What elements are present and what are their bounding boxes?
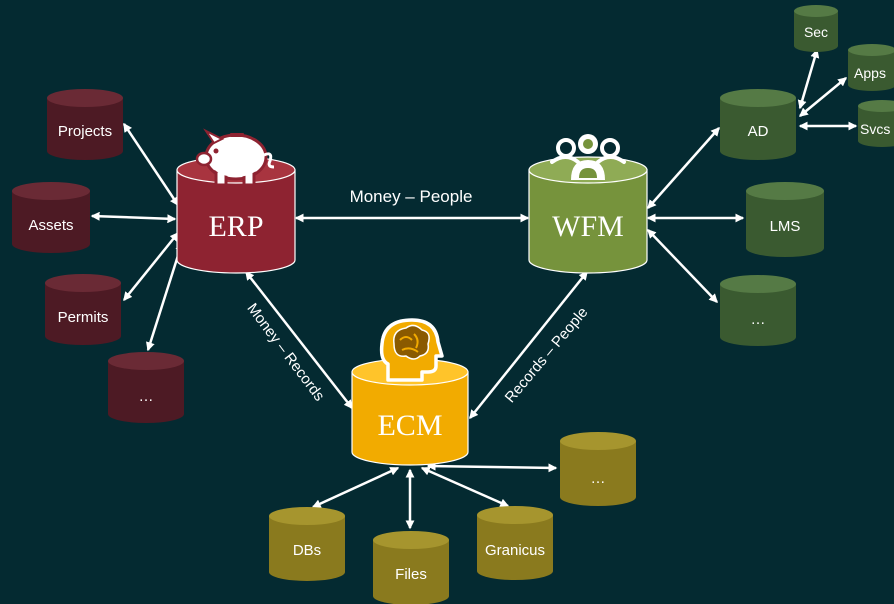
hub-ecm: ECM (351, 318, 469, 466)
arrow-wfm-ad (647, 126, 720, 210)
cylinder-granicus: Granicus (477, 506, 553, 580)
cylinder-ad: AD (720, 89, 796, 160)
cylinder-files: Files (373, 531, 449, 604)
wfm-satellites: AD LMS … Sec Apps Svcs (720, 5, 894, 346)
connection-label-erp-wfm: Money – People (350, 187, 473, 206)
cylinder-ecm-more: … (560, 432, 636, 506)
connection-label-erp-ecm: Money – Records (243, 300, 327, 404)
cylinder-assets: Assets (12, 182, 90, 253)
arrows (90, 48, 858, 530)
ecm-satellites: DBs Files Granicus … (269, 432, 636, 604)
satellite-label: … (591, 470, 606, 487)
arrow-wfm-more (647, 229, 718, 303)
cylinder-wfm-more: … (720, 275, 796, 346)
arrow-ecm-more (426, 461, 558, 473)
satellite-label: AD (748, 123, 769, 140)
piggy-bank-icon (195, 128, 275, 187)
cylinder-lms: LMS (746, 182, 824, 257)
arrow-ad-apps (798, 77, 848, 117)
satellite-label: LMS (770, 218, 801, 235)
satellite-label: … (139, 388, 154, 405)
cylinder-sec: Sec (794, 5, 838, 52)
hub-label: ERP (208, 210, 263, 243)
connection-label-wfm-ecm: Records – People (502, 304, 592, 406)
satellite-label: Sec (804, 24, 828, 40)
satellite-label: … (751, 311, 766, 328)
hub-erp: ERP (176, 128, 296, 274)
satellite-label: Files (395, 566, 427, 583)
arrow-erp-projects (122, 122, 180, 207)
arrow-ecm-granicus (420, 466, 510, 508)
satellite-label: Permits (58, 309, 109, 326)
satellite-label: DBs (293, 542, 321, 559)
cylinder-apps: Apps (848, 44, 894, 91)
arrow-erp-assets (90, 211, 177, 224)
arrow-ad-sec (797, 48, 820, 110)
cylinder-dbs: DBs (269, 507, 345, 581)
arrow-wfm-ecm (469, 270, 588, 420)
hub-label: WFM (552, 210, 624, 243)
satellite-label: Assets (28, 217, 73, 234)
satellite-label: Projects (58, 123, 112, 140)
hub-wfm: WFM (528, 134, 648, 274)
cylinder-svcs: Svcs (858, 100, 894, 147)
brain-head-icon (379, 318, 444, 382)
cylinder-erp-more: … (108, 352, 184, 423)
satellite-label: Granicus (485, 542, 545, 559)
hub-label: ECM (377, 409, 442, 442)
cylinder-permits: Permits (45, 274, 121, 345)
people-group-icon (550, 134, 626, 180)
arrow-erp-ecm (245, 270, 353, 410)
arrow-ecm-dbs (311, 466, 400, 509)
satellite-label: Svcs (860, 121, 890, 137)
satellite-label: Apps (854, 65, 886, 81)
arrow-erp-permits (123, 231, 179, 302)
arrow-erp-more (146, 241, 184, 352)
cylinder-projects: Projects (47, 89, 123, 160)
erp-satellites: Projects Assets Permits … (12, 89, 184, 423)
